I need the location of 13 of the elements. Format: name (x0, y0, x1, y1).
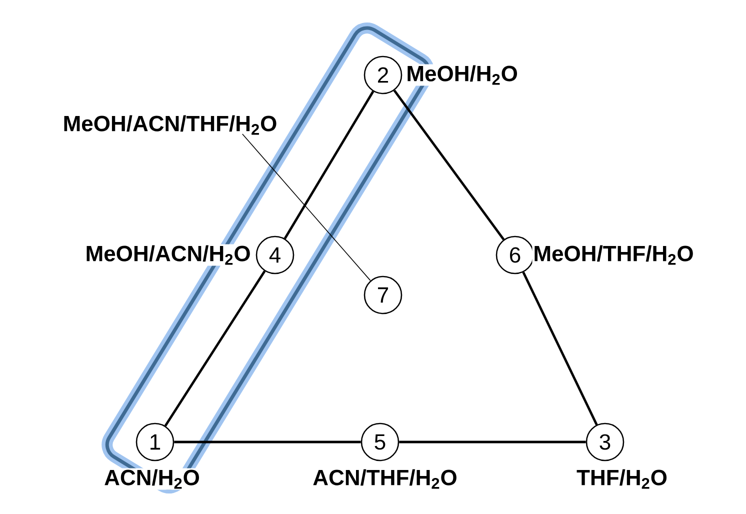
triangle-side (284, 90, 374, 240)
mixture-label: MeOH/ACN/H$_{2}$O (84, 244, 252, 266)
triangle-side (174, 440, 361, 444)
mixture-label: MeOH/ACN/THF/H$_{2}$O (62, 114, 278, 136)
triangle-side (522, 272, 598, 426)
mixture-label: ACN/THF/H$_{2}$O (312, 468, 458, 490)
mixture-label: ACN/H$_{2}$O (103, 468, 201, 490)
triangle-side (393, 90, 505, 240)
triangle-side (399, 440, 586, 444)
mixture-label: MeOH/H$_{2}$O (405, 64, 519, 86)
triangle-side (164, 270, 266, 427)
leader-line (242, 134, 371, 281)
mixture-label: THF/H$_{2}$O (576, 468, 668, 490)
